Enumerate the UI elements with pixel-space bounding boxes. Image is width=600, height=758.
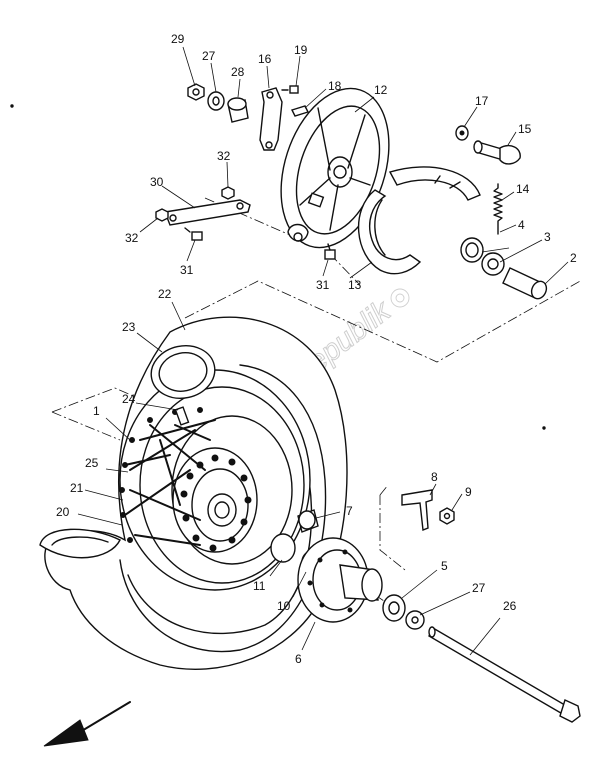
label-18: 18 <box>328 79 342 93</box>
arrow-down-left-icon <box>43 701 131 747</box>
spring <box>493 183 503 235</box>
bracket-8 <box>401 489 433 531</box>
nut-32-left <box>155 208 169 222</box>
gear-icon <box>390 288 410 308</box>
collar-7 <box>297 509 319 533</box>
label-31a: 31 <box>180 263 194 277</box>
label-19: 19 <box>294 43 308 57</box>
label-22: 22 <box>158 287 172 301</box>
label-9: 9 <box>465 485 472 499</box>
seal-17 <box>455 125 469 141</box>
label-14: 14 <box>516 182 530 196</box>
label-28: 28 <box>231 65 245 79</box>
label-8: 8 <box>431 470 438 484</box>
collar-2 <box>502 267 548 300</box>
label-26: 26 <box>503 599 517 613</box>
seal-11 <box>270 533 296 563</box>
pin-18 <box>291 105 309 117</box>
label-31b: 31 <box>316 278 330 292</box>
label-32b: 32 <box>125 231 139 245</box>
clutch-hub-6 <box>297 537 383 623</box>
label-23: 23 <box>122 320 136 334</box>
rear-wheel-assembly <box>39 316 348 670</box>
label-13: 13 <box>348 278 362 292</box>
label-5: 5 <box>441 559 448 573</box>
axle-26 <box>428 626 581 723</box>
stray-marks <box>10 104 546 430</box>
bearing-4 <box>460 237 484 263</box>
rim-band <box>39 528 121 559</box>
tension-bar-30 <box>164 199 251 226</box>
washer-27-bottom <box>405 610 425 630</box>
label-32a: 32 <box>217 149 231 163</box>
label-2: 2 <box>570 251 577 265</box>
label-29: 29 <box>171 32 185 46</box>
label-11: 11 <box>253 579 266 593</box>
label-10: 10 <box>277 599 291 613</box>
bearing-5 <box>382 594 406 622</box>
label-20: 20 <box>56 505 70 519</box>
label-27b: 27 <box>472 581 486 595</box>
bolt-31-left <box>184 227 203 241</box>
label-3: 3 <box>544 230 551 244</box>
label-17: 17 <box>475 94 489 108</box>
nut-32-top <box>221 186 235 200</box>
collar-28 <box>227 97 249 123</box>
camshaft-15 <box>473 140 521 165</box>
label-4: 4 <box>518 218 525 232</box>
brake-shoes <box>357 166 481 275</box>
label-6: 6 <box>295 652 302 666</box>
label-7: 7 <box>346 504 353 518</box>
bolt-31-right <box>324 243 336 260</box>
nut-29 <box>187 83 205 101</box>
label-12: 12 <box>374 83 388 97</box>
brake-panel <box>280 87 390 249</box>
label-24: 24 <box>122 392 136 406</box>
nut-9 <box>439 507 455 525</box>
label-15: 15 <box>518 122 532 136</box>
label-30: 30 <box>150 175 164 189</box>
label-1: 1 <box>93 404 100 418</box>
label-25: 25 <box>85 456 99 470</box>
lever-16 <box>259 87 283 151</box>
label-16: 16 <box>258 52 272 66</box>
part-labels: 29 27 28 16 19 18 12 17 15 32 30 32 31 3… <box>56 32 577 666</box>
valve <box>174 406 190 426</box>
leader-lines <box>77 46 569 656</box>
label-27a: 27 <box>202 49 216 63</box>
bolt-19 <box>281 85 299 94</box>
washer-27-top <box>207 91 225 111</box>
label-21: 21 <box>70 481 84 495</box>
seal-3 <box>481 252 505 276</box>
